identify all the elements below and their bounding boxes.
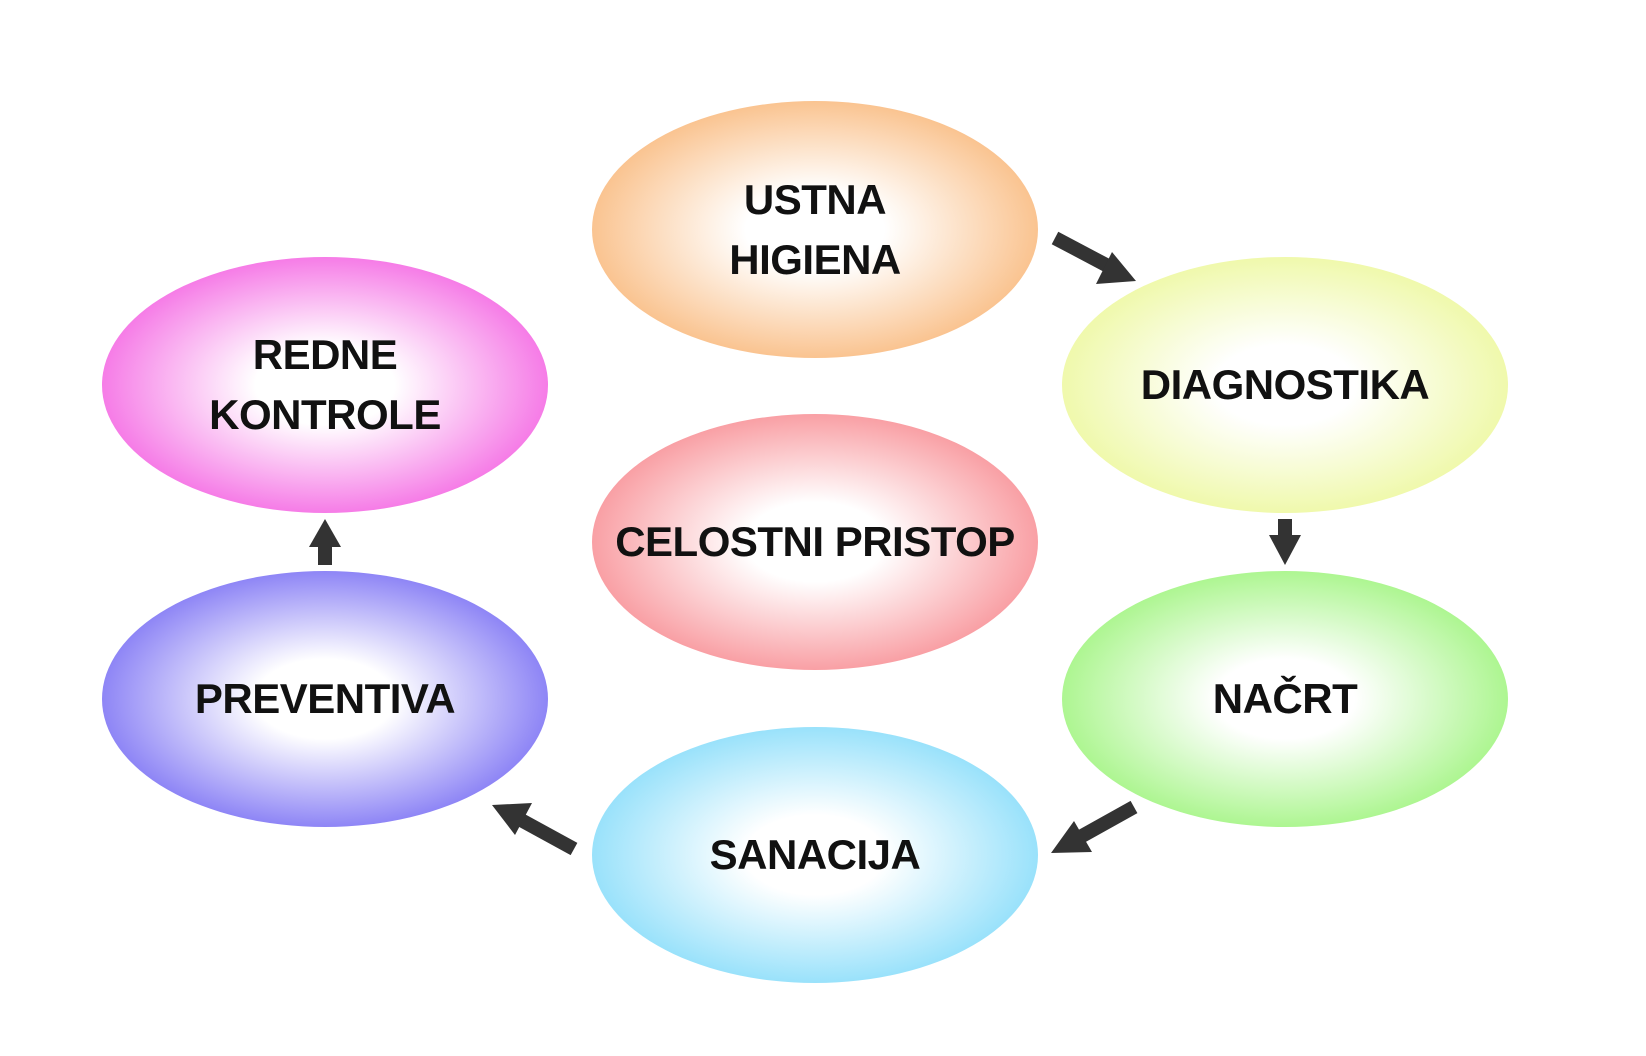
node-redne-kontrole-line-1: REDNE [252,331,398,378]
node-sanacija-label: SANACIJA [710,825,921,885]
node-sanacija-line-1: SANACIJA [709,831,921,878]
node-sanacija: SANACIJA [592,727,1038,983]
node-diagnostika-label: DIAGNOSTIKA [1141,355,1430,415]
arrow-sanacija-to-preventiva [492,803,578,856]
node-preventiva-label: PREVENTIVA [194,669,456,729]
node-redne-kontrole: REDNE KONTROLE [102,257,548,513]
node-nacrt: NAČRT [1062,571,1508,827]
node-celostni-pristop: CELOSTNI PRISTOP [592,414,1038,670]
node-preventiva: PREVENTIVA [102,571,548,827]
node-nacrt-line-1: NAČRT [1212,675,1358,722]
node-diagnostika: DIAGNOSTIKA [1062,257,1508,513]
node-celostni-pristop-label: CELOSTNI PRISTOP [615,512,1015,572]
node-redne-kontrole-label: REDNE KONTROLE [209,325,441,445]
arrow-ustna-to-diagnostika [1051,231,1136,284]
arrow-preventiva-to-redne-kontrole [309,519,341,565]
node-diagnostika-line-1: DIAGNOSTIKA [1140,361,1430,408]
node-ustna-higiena-line-2: HIGIENA [729,235,901,283]
node-redne-kontrole-line-2: KONTROLE [209,391,441,438]
node-celostni-pristop-line-1: CELOSTNI PRISTOP [615,518,1015,565]
node-ustna-higiena: USTNA HIGIENA [592,101,1038,358]
node-preventiva-line-1: PREVENTIVA [194,675,456,722]
arrow-diagnostika-to-nacrt [1269,519,1301,565]
node-ustna-higiena-label: USTNA HIGIENA [729,170,901,290]
node-ustna-higiena-line-1: USTNA [743,175,887,223]
node-nacrt-label: NAČRT [1212,669,1358,729]
arrow-nacrt-to-sanacija [1051,800,1138,853]
